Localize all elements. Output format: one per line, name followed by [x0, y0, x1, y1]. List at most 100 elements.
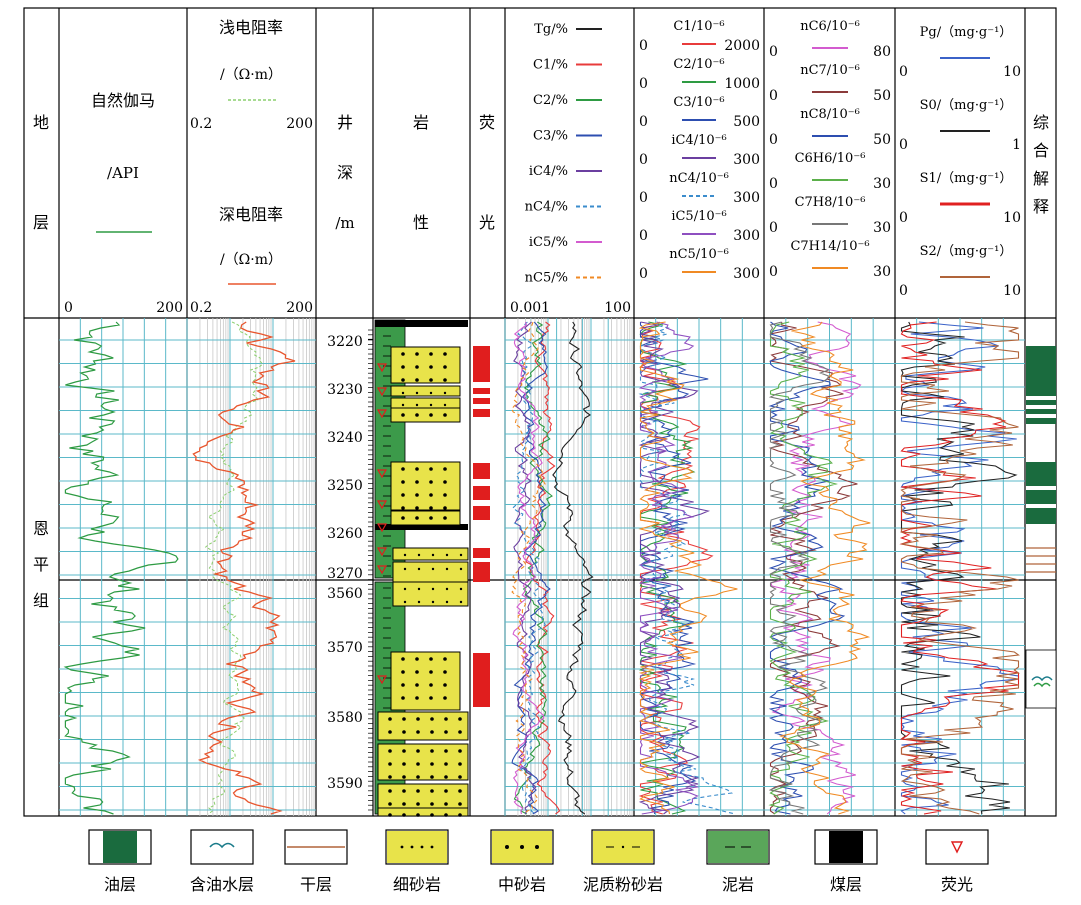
sand-layer — [377, 783, 469, 809]
log-curve — [552, 321, 594, 815]
sand-dot — [415, 378, 419, 382]
pyro-item-max: 1 — [1012, 137, 1021, 153]
gas-ppm-item-min: 0 — [639, 228, 648, 244]
sand-dot — [401, 403, 405, 407]
sand-dot — [415, 352, 419, 356]
pyro-item-max: 10 — [1003, 64, 1021, 80]
sand-dot — [458, 762, 462, 766]
log-curve — [768, 321, 846, 815]
sand-dot — [459, 553, 463, 557]
heavy-item-max: 30 — [873, 220, 891, 236]
gas-pct-item-label: iC4/% — [529, 164, 568, 179]
sand-dot — [388, 789, 392, 793]
sand-dot — [388, 775, 392, 779]
sand-dot — [403, 567, 407, 571]
sand-dot — [459, 587, 463, 591]
fluorescence-bar — [473, 506, 490, 520]
sand-dot — [401, 516, 405, 520]
sand-dot — [388, 813, 392, 817]
log-curve — [192, 321, 296, 815]
sand-dot — [403, 587, 407, 591]
sand-dot — [401, 378, 405, 382]
fluorescence-bar — [473, 346, 490, 382]
sand-dot — [415, 413, 419, 417]
sand-dot — [415, 506, 419, 510]
shallow-res-min: 0.2 — [190, 116, 212, 132]
interp-header-4: 释 — [1033, 197, 1049, 216]
sand-dot — [458, 749, 462, 753]
log-curve — [638, 321, 700, 815]
sand-dot — [401, 467, 405, 471]
legend-item-oilwater: 含油水层 — [190, 829, 254, 894]
sand-dot — [388, 730, 392, 734]
legend-item-mud: 泥岩 — [706, 829, 770, 894]
sand-dot — [429, 516, 433, 520]
sand-dot — [443, 365, 447, 369]
gamma-scale-min: 0 — [64, 300, 73, 316]
sand-dot — [443, 352, 447, 356]
log-curve — [513, 321, 537, 815]
sand-dot — [429, 670, 433, 674]
sand-dot — [415, 516, 419, 520]
legend-item-dry: 干层 — [284, 829, 348, 894]
formation-name-1: 恩 — [33, 519, 49, 538]
sand-dot — [443, 670, 447, 674]
fluor-marker — [376, 387, 388, 397]
sand-dot — [429, 506, 433, 510]
gas-pct-item-label: nC4/% — [525, 200, 568, 215]
log-curve — [511, 321, 551, 815]
sand-dot — [388, 717, 392, 721]
sand-dot — [401, 391, 405, 395]
log-curve — [638, 321, 736, 815]
gas-ppm-item-max: 300 — [733, 152, 760, 168]
gas-ppm-item-label: nC4/10⁻⁶ — [669, 171, 729, 186]
fluorescence-bar — [473, 398, 490, 404]
sand-dot — [443, 493, 447, 497]
oil-swatch — [103, 831, 137, 863]
interpretation-track — [1025, 346, 1057, 709]
sand-dot — [443, 683, 447, 687]
heavy-item-label: nC6/10⁻⁶ — [800, 19, 860, 34]
deep-res-max: 200 — [286, 300, 313, 316]
sand-dot — [429, 391, 433, 395]
pyro-item-label: S0/（mg·g⁻¹） — [920, 98, 1013, 113]
sand-dot — [459, 600, 463, 604]
sand-dot — [429, 467, 433, 471]
sand-dot — [444, 813, 448, 817]
sand-dot — [402, 802, 406, 806]
sand-dot — [458, 789, 462, 793]
formation-name-3: 组 — [33, 591, 49, 610]
fluorescence-bar — [473, 409, 490, 417]
gas-ppm-item-max: 2000 — [724, 38, 760, 54]
sand-dot — [415, 480, 419, 484]
sand-dot — [429, 413, 433, 417]
gas-pct-item-label: C1/% — [533, 58, 568, 73]
legend-label: 干层 — [300, 875, 332, 894]
depth-header-1: 井 — [337, 113, 353, 132]
sand-dot — [402, 730, 406, 734]
gas-ppm-item-min: 0 — [639, 76, 648, 92]
gas-ppm-item-max: 1000 — [724, 76, 760, 92]
sand-dot — [429, 683, 433, 687]
sand-dot — [401, 365, 405, 369]
formation-name-2: 平 — [33, 555, 49, 574]
pyro-item-label: S2/（mg·g⁻¹） — [920, 244, 1013, 259]
log-curve — [638, 321, 738, 815]
sand-dot — [430, 789, 434, 793]
sand-dot — [444, 802, 448, 806]
legend-label: 细砂岩 — [393, 875, 441, 894]
dot — [400, 845, 404, 849]
sand-dot — [445, 553, 449, 557]
oil-layer-gap — [1026, 486, 1056, 490]
log-curve — [768, 322, 858, 815]
depth-label: 3220 — [327, 334, 363, 350]
heavy-item-label: nC7/10⁻⁶ — [800, 63, 860, 78]
depth-label: 3580 — [327, 710, 363, 726]
sand-dot — [430, 749, 434, 753]
legend-swatch — [190, 829, 254, 865]
sand-dot — [417, 587, 421, 591]
legend-label: 泥质粉砂岩 — [583, 875, 663, 894]
sand-dot — [458, 775, 462, 779]
formation-header-1: 地 — [33, 113, 49, 132]
fluorescence-bar — [473, 562, 490, 582]
